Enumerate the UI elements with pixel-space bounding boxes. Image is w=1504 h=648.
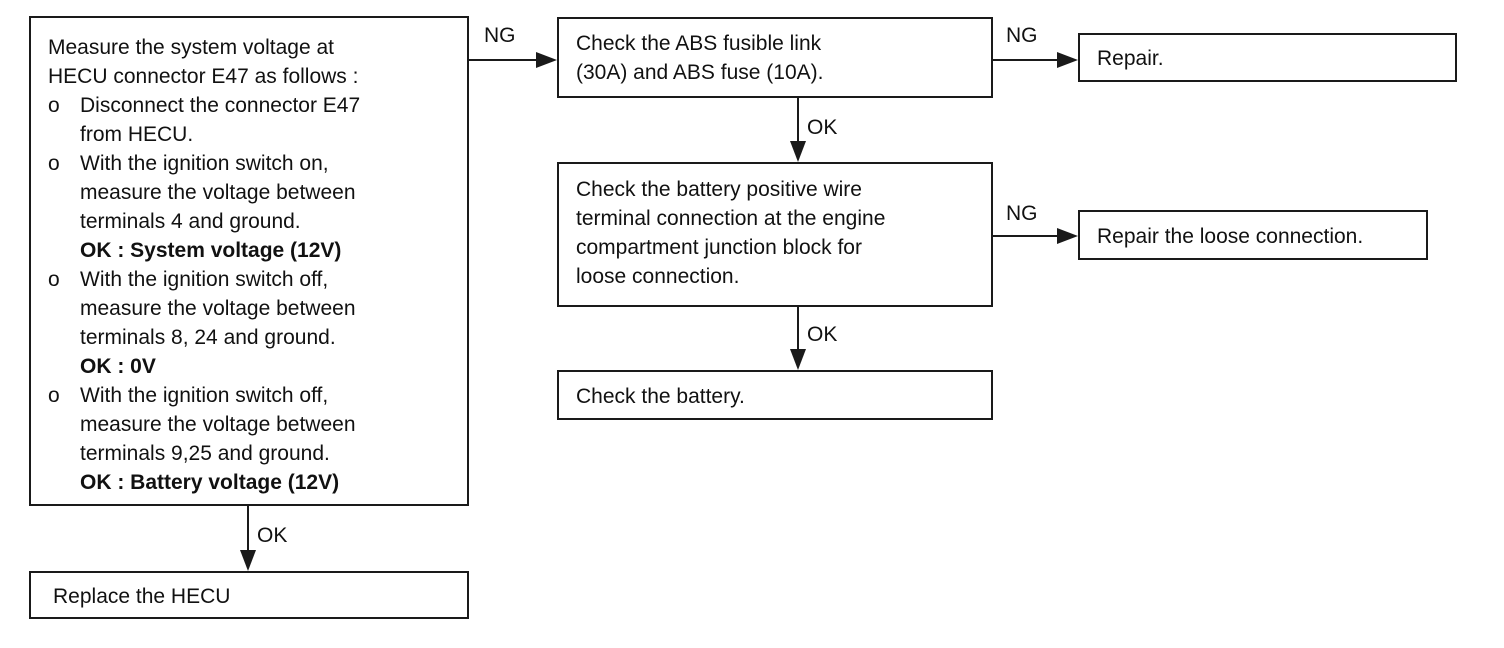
arrow-wire-to-battery-head [790,349,806,370]
wire-line-2: terminal connection at the engine [576,207,886,230]
step-ignition-off-9-25: o With the ignition switch off, measure … [48,381,457,497]
repair-text: Repair. [1097,47,1164,70]
step-4-line-2: measure the voltage between [80,413,356,436]
repair-box: Repair. [1078,33,1457,82]
label-wire-to-battery: OK [807,323,838,346]
arrow-fuse-to-wire-head [790,141,806,162]
fuse-line-2: (30A) and ABS fuse (10A). [576,61,824,84]
step-3-line-2: measure the voltage between [80,297,356,320]
replace-hecu-box: Replace the HECU [29,571,469,619]
step-1-line-2: from HECU. [80,123,194,146]
step-2-line-1: With the ignition switch on, [80,152,329,175]
step-ignition-off-8-24: o With the ignition switch off, measure … [48,265,457,381]
repair-loose-connection-box: Repair the loose connection. [1078,210,1428,260]
step-2-ok-criterion: OK : System voltage (12V) [80,239,342,262]
measure-system-voltage-box: Measure the system voltage at HECU conne… [29,16,469,506]
step-disconnect: o Disconnect the connector E47 from HECU… [48,91,457,149]
wire-line-3: compartment junction block for [576,236,862,259]
label-main-to-replace: OK [257,524,288,547]
label-fuse-to-repair: NG [1006,24,1038,47]
bullet-marker: o [48,152,60,175]
step-ignition-on: o With the ignition switch on, measure t… [48,149,457,265]
replace-hecu-text: Replace the HECU [53,585,231,608]
bullet-marker: o [48,384,60,407]
step-1-line-1: Disconnect the connector E47 [80,94,361,117]
repair-loose-text: Repair the loose connection. [1097,225,1364,248]
check-battery-box: Check the battery. [557,370,993,420]
step-3-line-3: terminals 8, 24 and ground. [80,326,336,349]
check-battery-wire-box: Check the battery positive wire terminal… [557,162,993,307]
wire-line-1: Check the battery positive wire [576,178,862,201]
step-4-line-3: terminals 9,25 and ground. [80,442,330,465]
label-fuse-to-wire: OK [807,116,838,139]
step-4-line-1: With the ignition switch off, [80,384,329,407]
step-3-ok-criterion: OK : 0V [80,355,156,378]
arrow-main-to-fuse-head [536,52,557,68]
step-2-line-2: measure the voltage between [80,181,356,204]
step-3-line-1: With the ignition switch off, [80,268,329,291]
check-battery-text: Check the battery. [576,385,745,408]
step-4-ok-criterion: OK : Battery voltage (12V) [80,471,340,494]
bullet-marker: o [48,268,60,291]
main-intro-line-2: HECU connector E47 as follows : [48,65,359,88]
main-intro-line-1: Measure the system voltage at [48,36,334,59]
arrow-wire-to-repair-loose-head [1057,228,1078,244]
fuse-line-1: Check the ABS fusible link [576,32,822,55]
step-2-line-3: terminals 4 and ground. [80,210,301,233]
bullet-marker: o [48,94,60,117]
label-main-to-fuse: NG [484,24,516,47]
arrow-fuse-to-repair-head [1057,52,1078,68]
wire-line-4: loose connection. [576,265,740,288]
arrow-main-to-replace-head [240,550,256,571]
check-fuse-box: Check the ABS fusible link (30A) and ABS… [557,17,993,98]
label-wire-to-repair-loose: NG [1006,202,1038,225]
